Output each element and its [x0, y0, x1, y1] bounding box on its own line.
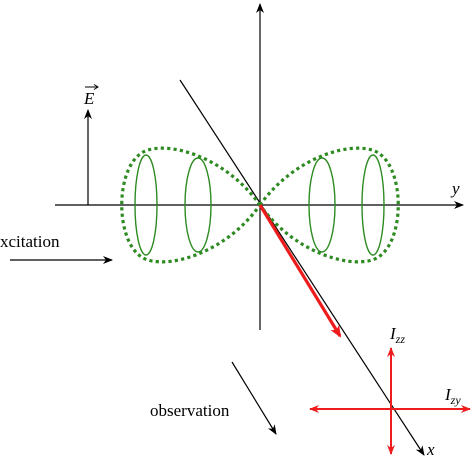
left-inner-ring: [184, 157, 212, 253]
izz-main: I: [389, 324, 397, 343]
observation-label: observation: [150, 401, 230, 420]
right-outer-ring: [361, 154, 385, 256]
x-axis: [179, 79, 425, 456]
izz-label: Izz: [389, 324, 405, 346]
observation-arrow: [231, 361, 277, 435]
izy-sub: zy: [450, 393, 462, 407]
radiation-pattern: [120, 146, 400, 264]
e-field-letter: E: [83, 89, 95, 108]
y-axis-label: y: [450, 179, 460, 198]
izz-sub: zz: [395, 332, 406, 346]
right-lobe: [258, 146, 400, 264]
izy-main: I: [444, 385, 452, 404]
excitation-label: xcitation: [0, 232, 60, 251]
left-outer-ring: [134, 154, 158, 256]
izy-label: Izy: [444, 385, 461, 407]
e-field-overarrow-head: [93, 84, 99, 90]
left-lobe: [120, 146, 262, 264]
x-axis-label: x: [426, 440, 435, 459]
observation-direction-arrow: [258, 204, 342, 338]
right-inner-ring: [308, 157, 336, 253]
e-field-label: E: [83, 84, 99, 108]
intensity-cross: [309, 347, 471, 455]
